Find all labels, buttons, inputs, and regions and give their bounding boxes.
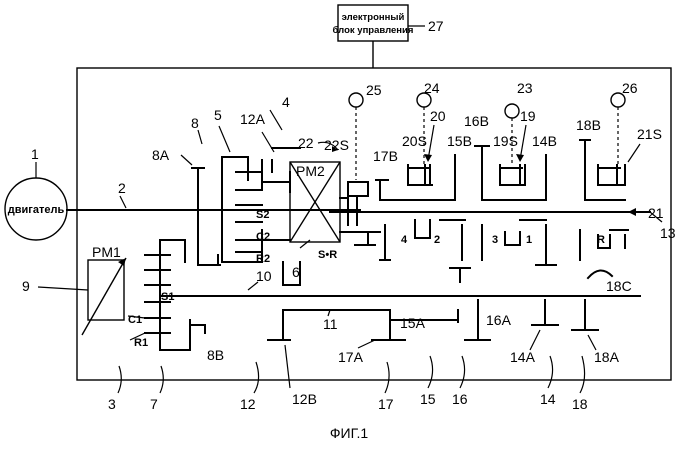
ref-18C: 18C xyxy=(606,278,632,294)
ref-18: 18 xyxy=(572,396,588,412)
engine-label: двигатель xyxy=(8,204,65,216)
label-pm1: PM1 xyxy=(92,244,121,260)
label-2: 2 xyxy=(434,234,440,246)
pm1-box: PM1 9 xyxy=(22,244,126,335)
ref-10: 10 xyxy=(256,268,272,284)
ref-1: 1 xyxy=(31,146,39,162)
ref-4: 4 xyxy=(282,94,290,110)
ref-27: 27 xyxy=(428,18,444,34)
ref-22S: 22S xyxy=(324,137,349,153)
label-R: R xyxy=(597,234,605,246)
label-sr: S•R xyxy=(318,249,337,261)
planetary-pm2: S2 C2 R2 5 xyxy=(214,107,290,265)
ref-14A: 14A xyxy=(510,349,536,365)
label-r1: R1 xyxy=(134,337,148,349)
ref-15: 15 xyxy=(420,391,436,407)
ref-7: 7 xyxy=(150,396,158,412)
ref-14B: 14B xyxy=(532,133,557,149)
ref-24: 24 xyxy=(424,80,440,96)
ref-16A: 16A xyxy=(486,312,512,328)
ref-21: 21 xyxy=(648,205,664,221)
ref-18B: 18B xyxy=(576,117,601,133)
ref-8B: 8B xyxy=(207,347,224,363)
ref-15A: 15A xyxy=(400,315,426,331)
ref-17: 17 xyxy=(378,396,394,412)
engine: двигатель 1 xyxy=(5,146,67,240)
ref-8: 8 xyxy=(191,115,199,131)
ref-12B: 12B xyxy=(292,391,317,407)
label-pm2: PM2 xyxy=(296,163,325,179)
control-unit-line2: блок управления xyxy=(333,25,414,36)
ref-22: 22 xyxy=(298,135,314,151)
control-unit: электронный блок управления 27 xyxy=(333,5,444,68)
ref-3: 3 xyxy=(108,396,116,412)
label-3: 3 xyxy=(492,234,498,246)
ref-14: 14 xyxy=(540,391,556,407)
label-s1: S1 xyxy=(161,291,174,303)
ref-19: 19 xyxy=(520,108,536,124)
ref-17B: 17B xyxy=(373,148,398,164)
ref-13: 13 xyxy=(660,225,676,241)
ref-25: 25 xyxy=(366,82,382,98)
figure-caption: ФИГ.1 xyxy=(330,425,368,441)
ref-15B: 15B xyxy=(447,133,472,149)
ref-16B: 16B xyxy=(464,113,489,129)
label-1: 1 xyxy=(526,234,532,246)
ref-23: 23 xyxy=(517,80,533,96)
ref-12A: 12A xyxy=(240,111,266,127)
ref-17A: 17A xyxy=(338,349,364,365)
ref-2: 2 xyxy=(118,180,126,196)
ref-21S: 21S xyxy=(637,126,662,142)
ref-9: 9 xyxy=(22,278,30,294)
ref-16: 16 xyxy=(452,391,468,407)
ref-11: 11 xyxy=(323,316,338,332)
label-r2: R2 xyxy=(256,253,270,265)
ref-26: 26 xyxy=(622,80,638,96)
ref-18A: 18A xyxy=(594,349,620,365)
ref-20S: 20S xyxy=(402,133,427,149)
coupling-21: 26 21S 21 18B R 18C xyxy=(576,80,664,294)
pm2-box: PM2 S•R 6 xyxy=(290,162,340,280)
ref-5: 5 xyxy=(214,107,222,123)
lower-gears: 11 15A 16A 12B 17A 14A 18A xyxy=(268,300,620,407)
control-unit-line1: электронный xyxy=(342,12,405,23)
label-c2: C2 xyxy=(256,231,270,243)
ref-19S: 19S xyxy=(493,133,518,149)
planetary-pm1: S1 C1 R1 8B xyxy=(128,240,224,363)
ref-20: 20 xyxy=(430,108,446,124)
label-s2: S2 xyxy=(256,209,269,221)
coupling-20: 24 20S 20 17B 15B 4 2 xyxy=(373,80,472,282)
ref-12: 12 xyxy=(240,396,256,412)
ref-8A: 8A xyxy=(152,147,170,163)
ref-6: 6 xyxy=(292,264,300,280)
label-4: 4 xyxy=(401,234,408,246)
coupling-19: 23 19S 19 16B 14B 3 1 xyxy=(464,80,557,265)
